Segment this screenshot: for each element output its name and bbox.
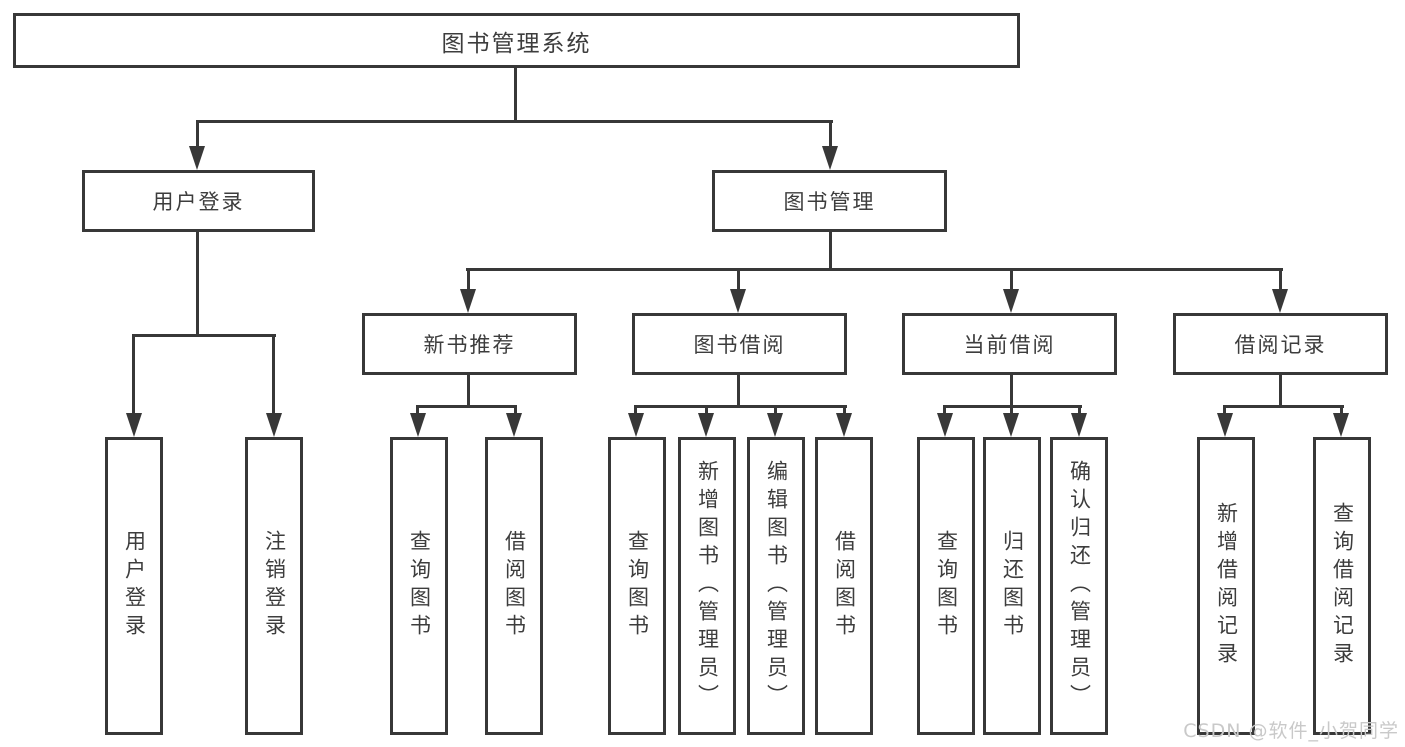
- arrow-down-icon: [1071, 413, 1087, 437]
- connector-book-mgmt-rail: [466, 268, 1283, 271]
- leaf-add-borrow-record-label: 新增借阅记录: [1214, 502, 1239, 670]
- leaf-confirm-return-admin: 确认归还（管理员）: [1050, 437, 1108, 735]
- leaf-edit-book-admin: 编辑图书（管理员）: [747, 437, 805, 735]
- connector-user-login-rail: [132, 334, 276, 337]
- connector-level3-drop: [1279, 268, 1282, 291]
- leaf-edit-book-admin-label: 编辑图书（管理员）: [764, 460, 789, 712]
- leaf-user-login-label: 用户登录: [122, 530, 147, 642]
- connector-borrow-records-rail: [1223, 405, 1344, 408]
- arrow-down-icon: [410, 413, 426, 437]
- connector-leaf-drop: [514, 405, 517, 417]
- leaf-borrow-books-label: 借阅图书: [832, 530, 857, 642]
- arrow-down-icon: [460, 289, 476, 313]
- node-book-mgmt: 图书管理: [712, 170, 947, 232]
- node-user-login: 用户登录: [82, 170, 315, 232]
- connector-leaf-drop: [416, 405, 419, 417]
- node-current-borrow-label: 当前借阅: [963, 333, 1056, 357]
- connector-leaf-drop: [1078, 405, 1081, 417]
- arrow-down-icon: [1003, 413, 1019, 437]
- connector-user-login-stem: [196, 232, 199, 337]
- connector-leaf-drop: [272, 334, 275, 415]
- connector-level3-drop: [1010, 268, 1013, 291]
- arrow-down-icon: [937, 413, 953, 437]
- node-user-login-label: 用户登录: [152, 190, 245, 214]
- leaf-query-books-borrow: 查询图书: [608, 437, 666, 735]
- node-root: 图书管理系统: [13, 13, 1020, 68]
- arrow-down-icon: [506, 413, 522, 437]
- arrow-down-icon: [628, 413, 644, 437]
- arrow-down-icon: [189, 146, 205, 170]
- connector-leaf-drop: [705, 405, 708, 417]
- arrow-down-icon: [698, 413, 714, 437]
- connector-leaf-drop: [132, 334, 135, 415]
- node-book-borrow-label: 图书借阅: [693, 333, 786, 357]
- leaf-query-books-current-label: 查询图书: [934, 530, 959, 642]
- connector-new-book-rec-stem: [467, 375, 470, 408]
- arrow-down-icon: [730, 289, 746, 313]
- arrow-down-icon: [1333, 413, 1349, 437]
- node-root-label: 图书管理系统: [441, 30, 592, 57]
- leaf-logout: 注销登录: [245, 437, 303, 735]
- connector-user-login-drop: [196, 120, 199, 148]
- connector-level3-drop: [467, 268, 470, 291]
- leaf-add-book-admin-label: 新增图书（管理员）: [695, 460, 720, 712]
- node-current-borrow: 当前借阅: [902, 313, 1117, 375]
- leaf-query-borrow-record: 查询借阅记录: [1313, 437, 1371, 735]
- leaf-logout-label: 注销登录: [262, 530, 287, 642]
- connector-book-borrow-stem: [737, 375, 740, 408]
- connector-root-rail: [196, 120, 833, 123]
- leaf-user-login: 用户登录: [105, 437, 163, 735]
- connector-leaf-drop: [1010, 405, 1013, 417]
- leaf-add-borrow-record: 新增借阅记录: [1197, 437, 1255, 735]
- node-new-book-rec-label: 新书推荐: [423, 333, 516, 357]
- arrow-down-icon: [266, 413, 282, 437]
- node-borrow-records-label: 借阅记录: [1234, 333, 1327, 357]
- arrow-down-icon: [1217, 413, 1233, 437]
- node-new-book-rec: 新书推荐: [362, 313, 577, 375]
- leaf-borrow-books-rec: 借阅图书: [485, 437, 543, 735]
- leaf-borrow-books: 借阅图书: [815, 437, 873, 735]
- connector-new-book-rec-rail: [416, 405, 517, 408]
- connector-leaf-drop: [1223, 405, 1226, 417]
- leaf-query-books-rec: 查询图书: [390, 437, 448, 735]
- connector-leaf-drop: [634, 405, 637, 417]
- arrow-down-icon: [1003, 289, 1019, 313]
- connector-level3-drop: [737, 268, 740, 291]
- connector-leaf-drop: [843, 405, 846, 417]
- arrow-down-icon: [1272, 289, 1288, 313]
- connector-root-stem: [514, 68, 517, 121]
- connector-borrow-records-stem: [1279, 375, 1282, 408]
- leaf-query-books-current: 查询图书: [917, 437, 975, 735]
- arrow-down-icon: [767, 413, 783, 437]
- node-book-borrow: 图书借阅: [632, 313, 847, 375]
- arrow-down-icon: [836, 413, 852, 437]
- connector-book-borrow-rail: [634, 405, 847, 408]
- leaf-confirm-return-admin-label: 确认归还（管理员）: [1067, 460, 1092, 712]
- leaf-return-books-label: 归还图书: [1000, 530, 1025, 642]
- leaf-add-book-admin: 新增图书（管理员）: [678, 437, 736, 735]
- connector-book-mgmt-stem: [829, 232, 832, 271]
- connector-book-mgmt-drop: [829, 120, 832, 148]
- arrow-down-icon: [126, 413, 142, 437]
- node-book-mgmt-label: 图书管理: [783, 190, 876, 214]
- arrow-down-icon: [822, 146, 838, 170]
- csdn-watermark: CSDN @软件_小贺同学: [1183, 720, 1399, 742]
- leaf-query-books-rec-label: 查询图书: [407, 530, 432, 642]
- leaf-return-books: 归还图书: [983, 437, 1041, 735]
- connector-leaf-drop: [1340, 405, 1343, 417]
- leaf-query-books-borrow-label: 查询图书: [625, 530, 650, 642]
- leaf-query-borrow-record-label: 查询借阅记录: [1330, 502, 1355, 670]
- node-borrow-records: 借阅记录: [1173, 313, 1388, 375]
- leaf-borrow-books-rec-label: 借阅图书: [502, 530, 527, 642]
- connector-current-borrow-stem: [1010, 375, 1013, 408]
- connector-leaf-drop: [774, 405, 777, 417]
- connector-leaf-drop: [943, 405, 946, 417]
